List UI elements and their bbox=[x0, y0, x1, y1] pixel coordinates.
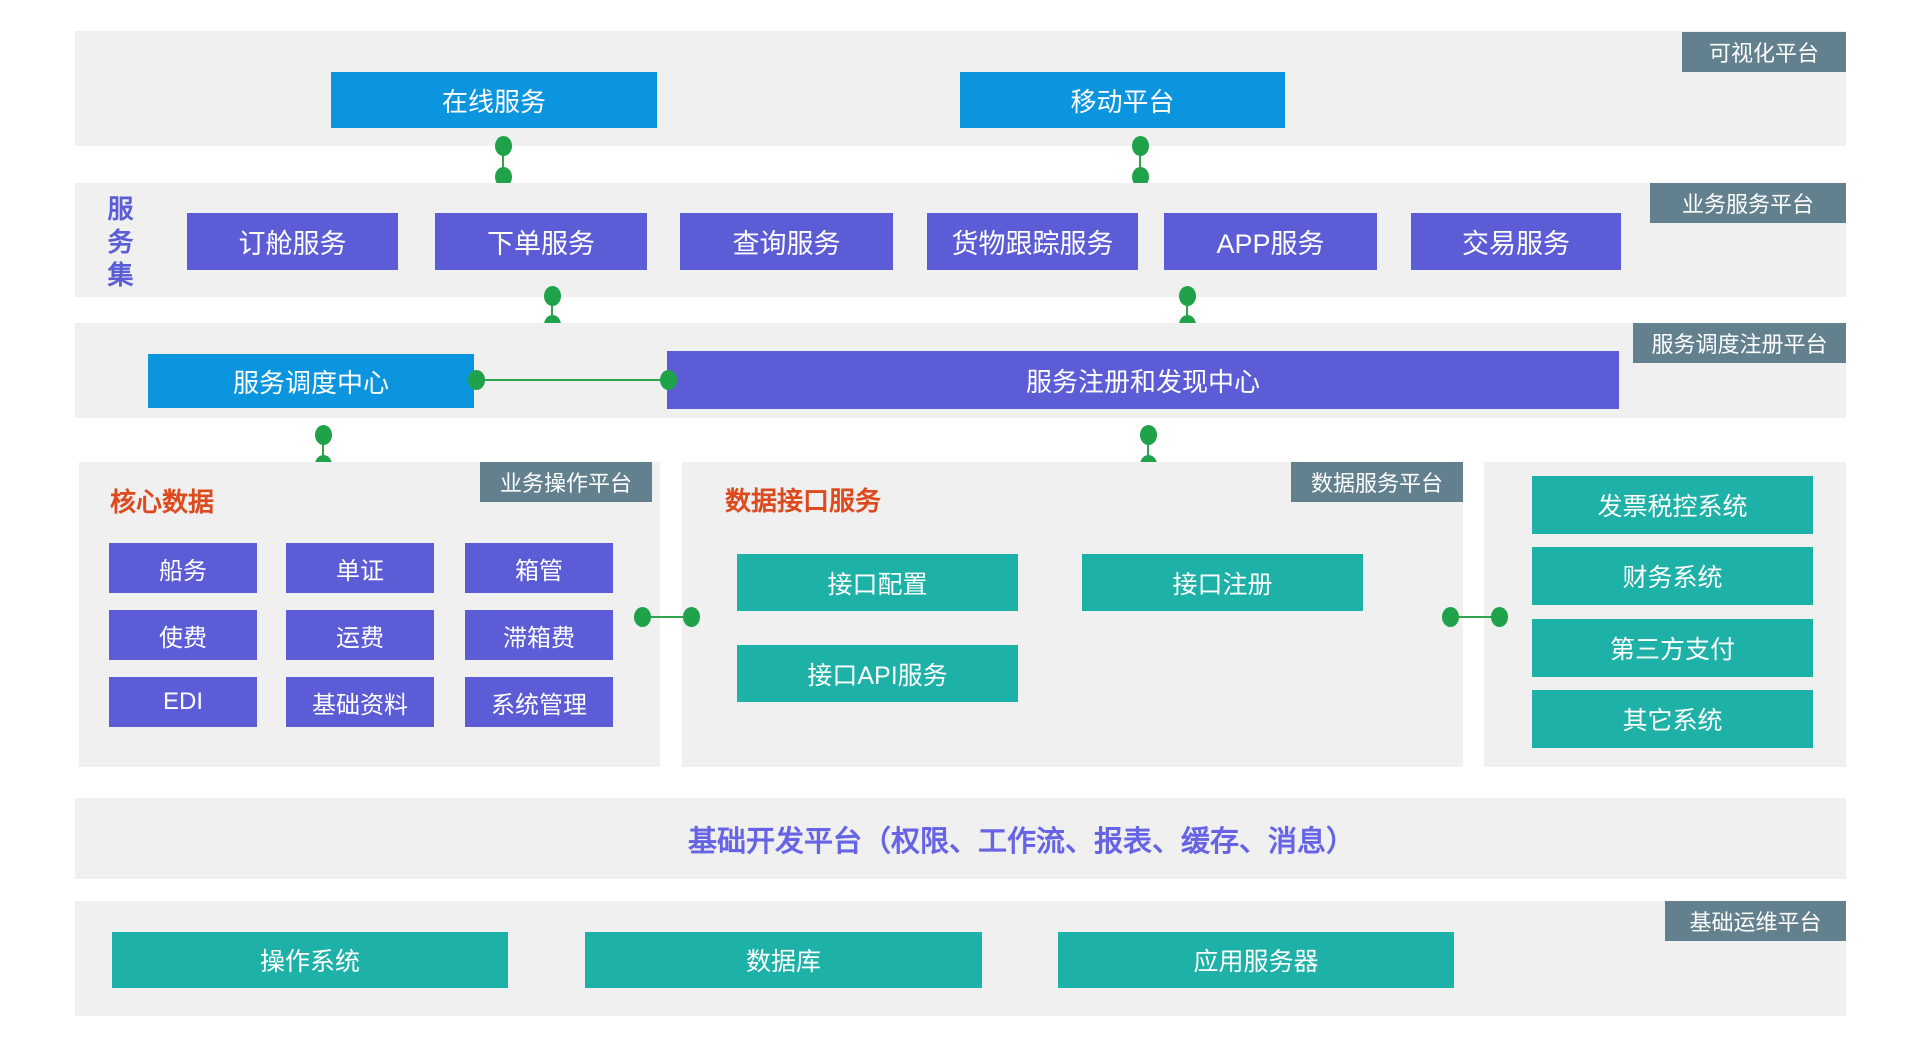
connector-dot bbox=[1442, 607, 1459, 627]
node-interface-config: 接口配置 bbox=[737, 554, 1018, 611]
node-charges: 使费 bbox=[109, 610, 257, 660]
connector-dot bbox=[495, 136, 512, 156]
node-shipping: 船务 bbox=[109, 543, 257, 593]
data-interface-panel-tag: 数据服务平台 bbox=[1291, 462, 1463, 502]
connector-dot bbox=[1491, 607, 1508, 627]
node-third-party-payment: 第三方支付 bbox=[1532, 619, 1813, 677]
dev-platform-title: 基础开发平台（权限、工作流、报表、缓存、消息） bbox=[688, 825, 1356, 858]
connector-line bbox=[502, 146, 504, 177]
node-dispatch-center: 服务调度中心 bbox=[148, 354, 474, 408]
connector-dot bbox=[634, 607, 651, 627]
connector-dot bbox=[1132, 167, 1149, 187]
data-interface-title: 数据接口服务 bbox=[725, 486, 882, 516]
dispatch-registry-layer-tag: 服务调度注册平台 bbox=[1633, 323, 1846, 363]
connector-line bbox=[1450, 616, 1499, 618]
connector-dot bbox=[315, 425, 332, 445]
connector-dot bbox=[1179, 286, 1196, 306]
node-other-systems: 其它系统 bbox=[1532, 690, 1813, 748]
node-finance-system: 财务系统 bbox=[1532, 547, 1813, 605]
node-mobile-platform: 移动平台 bbox=[960, 72, 1285, 128]
service-set-side-label: 服务集 bbox=[104, 195, 134, 294]
business-service-layer-tag: 业务服务平台 bbox=[1650, 183, 1846, 223]
connector-dot bbox=[495, 167, 512, 187]
node-freight: 运费 bbox=[286, 610, 434, 660]
connector-line bbox=[1139, 146, 1141, 177]
node-query-service: 查询服务 bbox=[680, 213, 893, 270]
node-trade-service: 交易服务 bbox=[1411, 213, 1621, 270]
connector-dot bbox=[660, 370, 677, 390]
node-online-service: 在线服务 bbox=[331, 72, 657, 128]
connector-line bbox=[1186, 296, 1188, 325]
node-registry-discovery-center: 服务注册和发现中心 bbox=[667, 351, 1619, 409]
connector-dot bbox=[1140, 425, 1157, 445]
node-container-mgmt: 箱管 bbox=[465, 543, 613, 593]
core-data-panel-tag: 业务操作平台 bbox=[480, 462, 652, 502]
dev-platform-band bbox=[75, 798, 1846, 879]
core-data-title: 核心数据 bbox=[110, 487, 215, 517]
node-demurrage: 滞箱费 bbox=[465, 610, 613, 660]
connector-line bbox=[642, 616, 691, 618]
connector-dot bbox=[1132, 136, 1149, 156]
connector-line bbox=[322, 435, 324, 465]
ops-platform-tag: 基础运维平台 bbox=[1665, 901, 1846, 941]
node-edi: EDI bbox=[109, 677, 257, 727]
node-app-service: APP服务 bbox=[1164, 213, 1377, 270]
node-database: 数据库 bbox=[585, 932, 982, 988]
node-system-mgmt: 系统管理 bbox=[465, 677, 613, 727]
node-base-data: 基础资料 bbox=[286, 677, 434, 727]
connector-dot bbox=[468, 370, 485, 390]
connector-line bbox=[476, 379, 668, 381]
connector-dot bbox=[544, 286, 561, 306]
node-app-server: 应用服务器 bbox=[1058, 932, 1454, 988]
visualization-layer-tag: 可视化平台 bbox=[1682, 32, 1846, 72]
connector-line bbox=[1147, 435, 1149, 465]
node-cargo-tracking-service: 货物跟踪服务 bbox=[927, 213, 1138, 270]
data-interface-panel bbox=[682, 462, 1463, 767]
node-operating-system: 操作系统 bbox=[112, 932, 508, 988]
node-ordering-service: 下单服务 bbox=[435, 213, 647, 270]
connector-dot bbox=[683, 607, 700, 627]
node-documents: 单证 bbox=[286, 543, 434, 593]
node-booking-service: 订舱服务 bbox=[187, 213, 398, 270]
node-interface-registry: 接口注册 bbox=[1082, 554, 1363, 611]
connector-line bbox=[551, 296, 553, 325]
node-invoice-tax-system: 发票税控系统 bbox=[1532, 476, 1813, 534]
node-interface-api-service: 接口API服务 bbox=[737, 645, 1018, 702]
